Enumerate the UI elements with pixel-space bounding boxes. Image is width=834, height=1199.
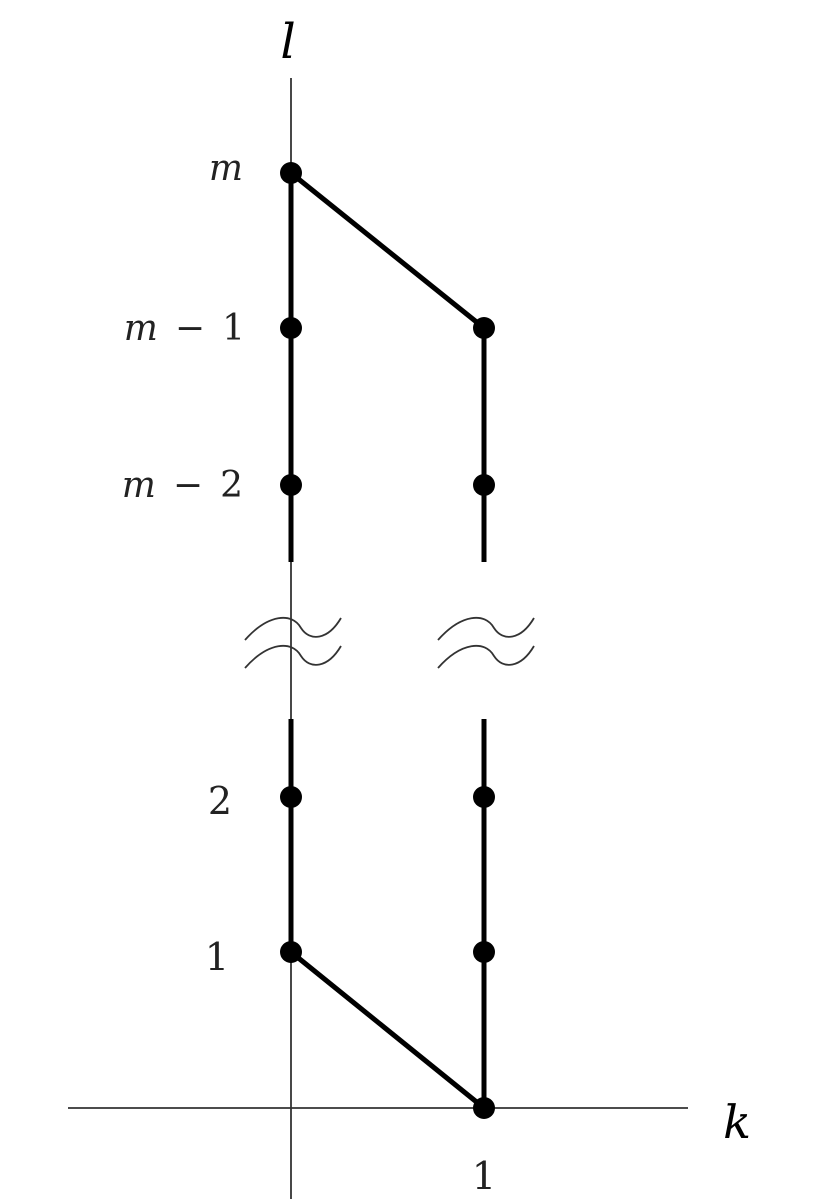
point-k1-lm1 <box>473 317 495 339</box>
label-m-minus-2: m − 2 <box>122 465 243 506</box>
label-m-minus-1-num: 1 <box>222 308 245 349</box>
point-k0-lm1 <box>280 317 302 339</box>
label-m-minus-2-op: − <box>173 465 203 506</box>
point-k1-l1 <box>473 941 495 963</box>
lower-diagonal-edge <box>289 950 486 1110</box>
label-m: m <box>209 148 243 189</box>
label-k-one: 1 <box>472 1154 496 1198</box>
label-two: 2 <box>208 779 232 823</box>
point-k1-l2 <box>473 786 495 808</box>
point-k0-l1 <box>280 941 302 963</box>
point-k0-lm <box>280 162 302 184</box>
label-one: 1 <box>205 935 229 979</box>
right-break-mark <box>437 616 535 669</box>
point-k0-lm2 <box>280 474 302 496</box>
label-m-minus-1-op: − <box>175 308 205 349</box>
left-break-mark <box>244 616 342 669</box>
point-k1-l0 <box>473 1097 495 1119</box>
horizontal-axis-label: k <box>723 1095 751 1149</box>
upper-diagonal-edge <box>289 171 486 330</box>
point-k0-l2 <box>280 786 302 808</box>
label-m-minus-2-num: 2 <box>220 465 243 506</box>
label-m-minus-2-var: m <box>122 465 156 506</box>
label-m-minus-1-var: m <box>124 308 158 349</box>
vertical-axis-label: l <box>280 14 295 70</box>
point-k1-lm2 <box>473 474 495 496</box>
label-m-minus-1: m − 1 <box>124 308 245 349</box>
